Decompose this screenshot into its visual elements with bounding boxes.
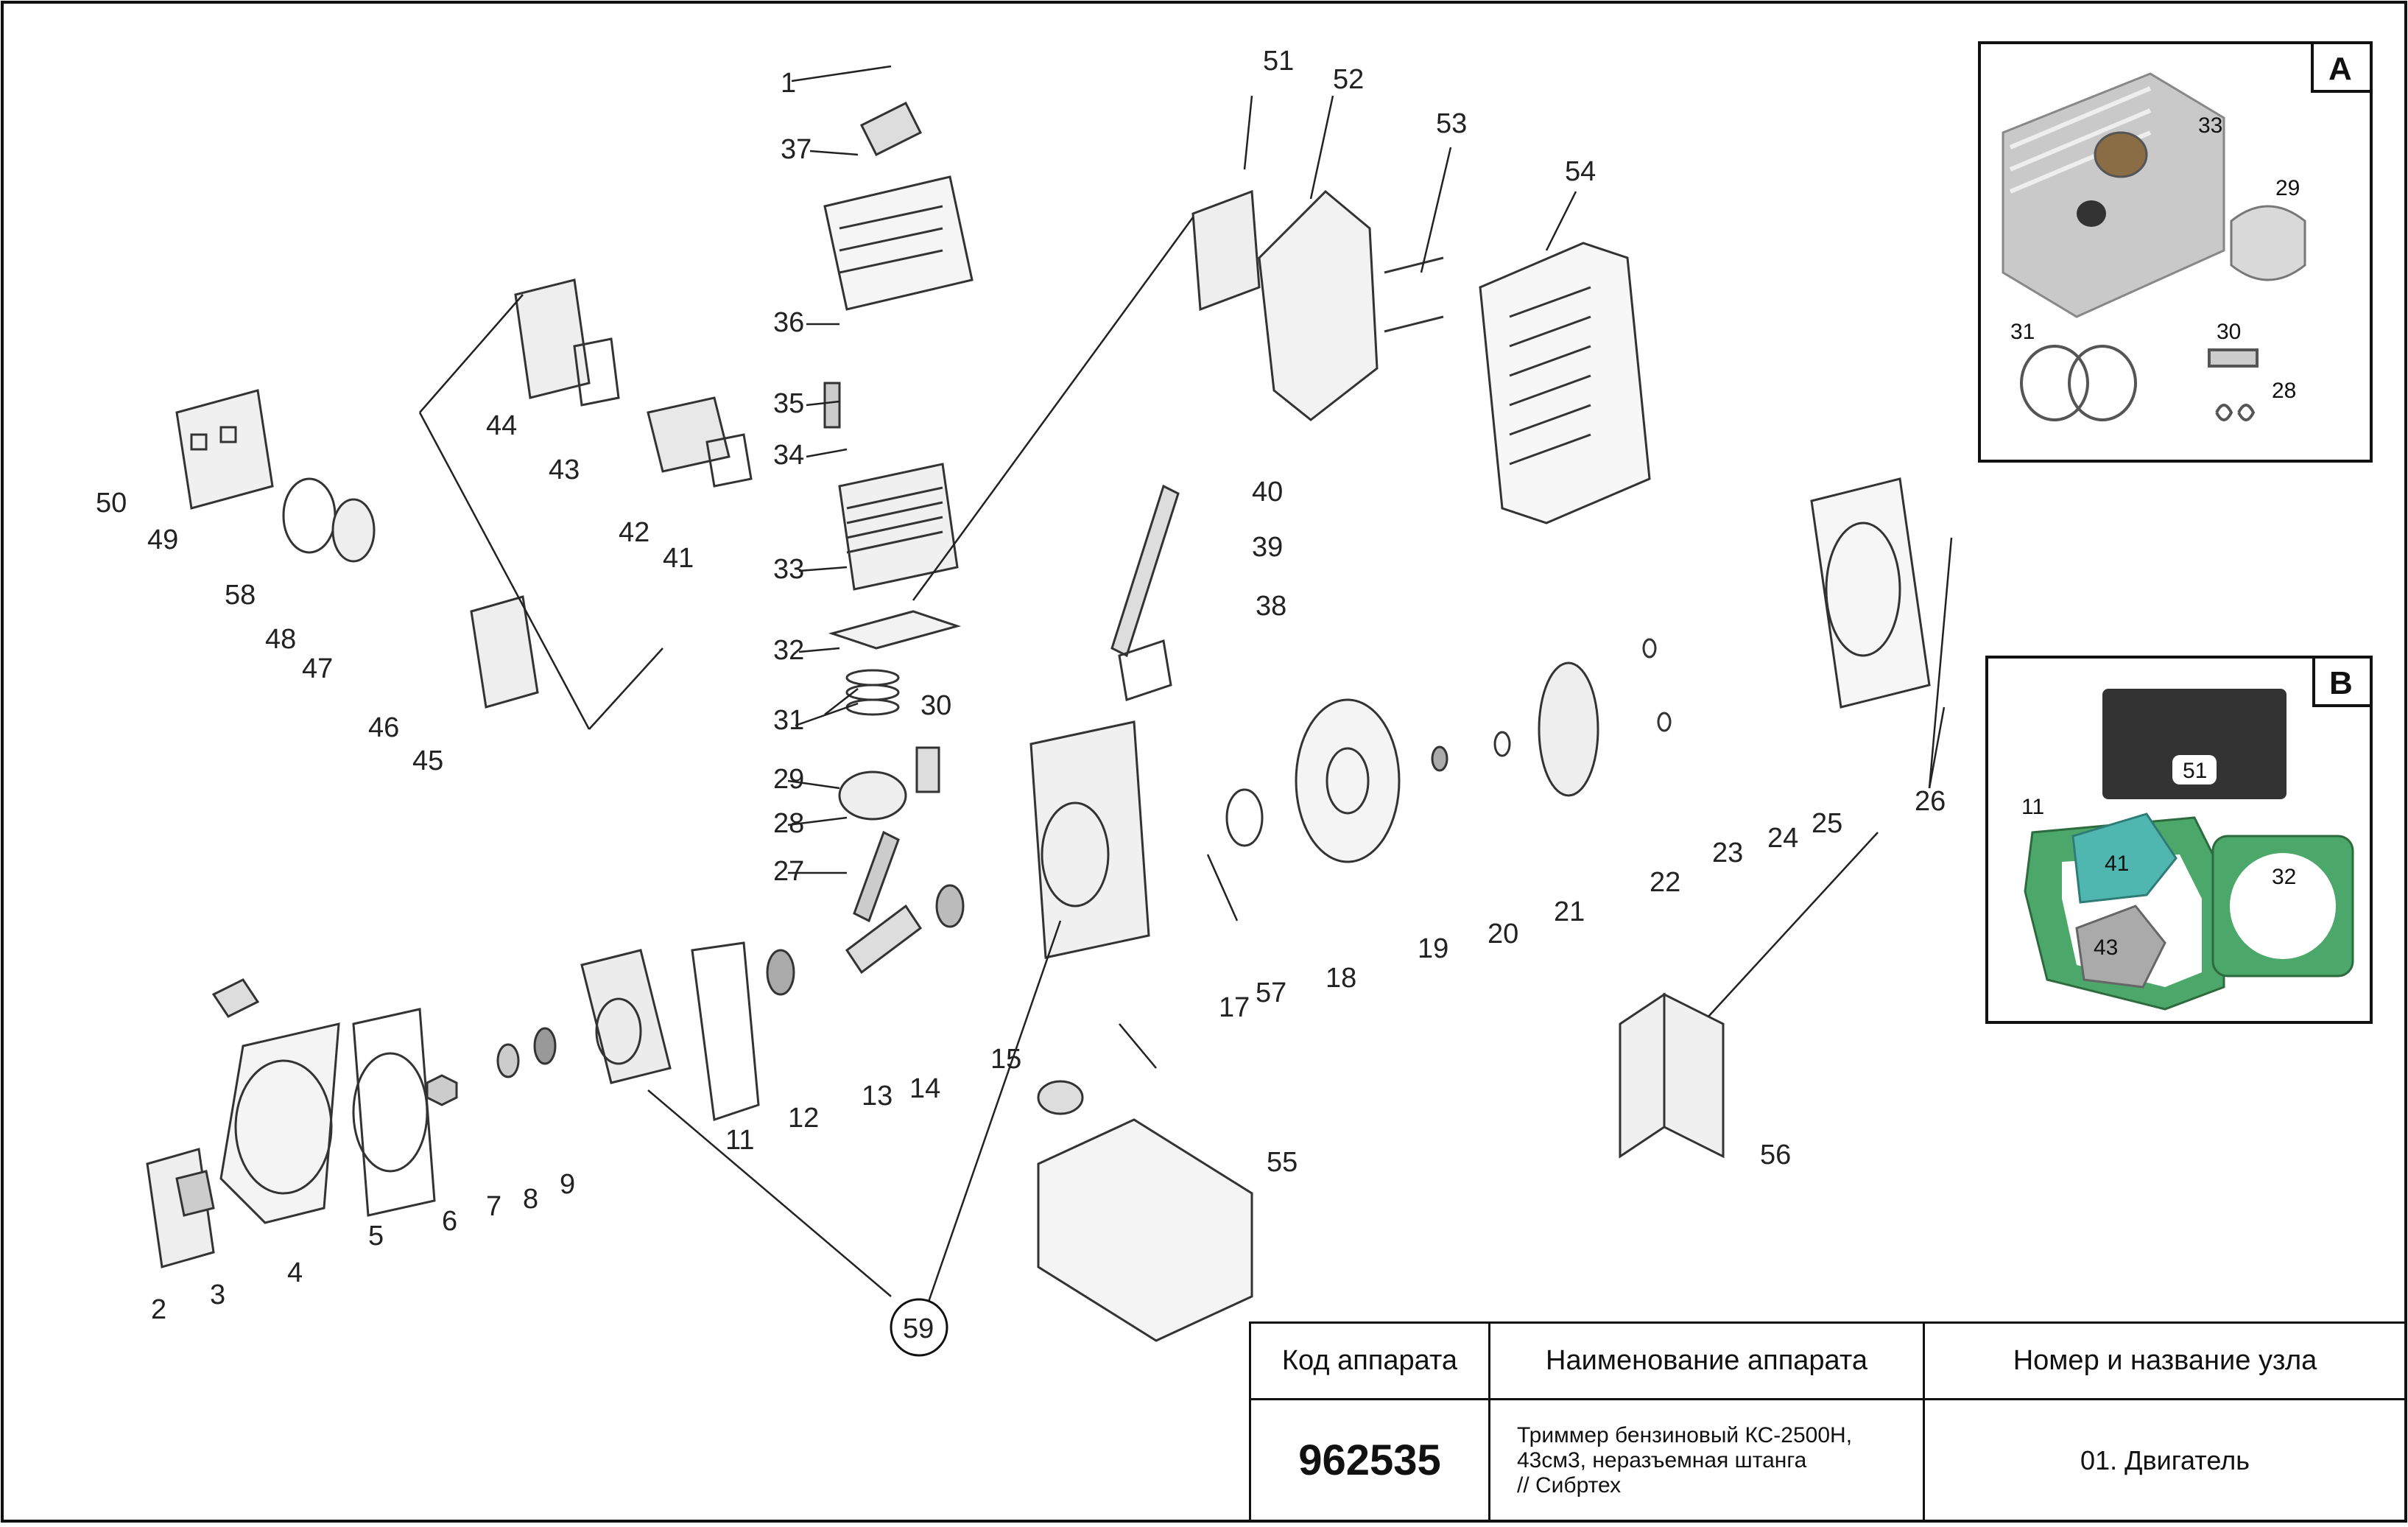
inset-b-part-11: 11 [2021, 795, 2044, 819]
callout-32: 32 [773, 635, 804, 666]
callout-20: 20 [1488, 919, 1518, 949]
piston-photo [2230, 205, 2306, 281]
callout-46: 46 [368, 712, 399, 743]
inset-b-part-41: 41 [2105, 852, 2129, 876]
crankshaft-piston-drawing [823, 101, 974, 975]
callout-42: 42 [619, 517, 649, 548]
callout-40: 40 [1252, 477, 1283, 508]
header-code: Код аппарата [1251, 1324, 1490, 1400]
muffler-drawing [1191, 189, 1651, 524]
inset-a-label: A [2328, 51, 2352, 87]
callout-48: 48 [265, 624, 296, 655]
callout-51: 51 [1263, 46, 1294, 77]
crankcase-clutch-drawing [1029, 477, 1931, 959]
callout-19: 19 [1418, 933, 1448, 964]
inset-a: A 33 29 31 30 28 [1978, 41, 2373, 463]
inset-b-part-51: 51 [2183, 759, 2207, 783]
callout-5: 5 [368, 1221, 384, 1252]
callout-45: 45 [412, 745, 443, 776]
callout-9: 9 [560, 1169, 575, 1200]
callout-47: 47 [302, 653, 333, 684]
inset-b: B 51 11 41 32 43 [1985, 656, 2373, 1024]
callout-39: 39 [1252, 532, 1283, 563]
callout-6: 6 [442, 1206, 457, 1237]
callout-37: 37 [781, 134, 812, 165]
callout-54: 54 [1565, 156, 1596, 187]
callout-1: 1 [781, 68, 796, 99]
device-name-cell: Триммер бензиновый КС-2500Н, 43см3, нера… [1490, 1400, 1925, 1523]
callout-4: 4 [287, 1257, 303, 1288]
callout-59: 59 [903, 1313, 934, 1344]
callout-2: 2 [151, 1294, 166, 1325]
inset-b-label: B [2329, 665, 2353, 701]
inset-b-part-32: 32 [2272, 865, 2296, 889]
callout-31: 31 [773, 705, 804, 736]
callout-7: 7 [486, 1191, 501, 1222]
cylinder-photo [2002, 72, 2225, 318]
callout-3: 3 [210, 1279, 225, 1310]
inset-a-part-31: 31 [2010, 320, 2035, 344]
leader-lines [418, 65, 1953, 1305]
callout-56: 56 [1760, 1140, 1791, 1170]
callout-43: 43 [549, 454, 580, 485]
callout-33: 33 [773, 554, 804, 585]
callout-25: 25 [1812, 808, 1842, 839]
callout-36: 36 [773, 307, 804, 338]
header-unit: Номер и название узла [1925, 1324, 2407, 1400]
callout-18: 18 [1326, 963, 1356, 994]
carburetor-airfilter-drawing [175, 278, 753, 709]
callout-53: 53 [1436, 108, 1467, 139]
callout-59-circle [890, 1298, 948, 1357]
callout-24: 24 [1767, 823, 1798, 854]
callout-14: 14 [909, 1073, 940, 1104]
inset-a-part-29: 29 [2275, 176, 2300, 200]
callout-49: 49 [147, 524, 178, 555]
callout-41: 41 [663, 543, 694, 574]
gasket-41 [2071, 812, 2178, 904]
callout-numbers: 1 2 3 4 5 6 7 8 9 11 12 13 14 15 17 18 1… [96, 46, 1946, 1357]
recoil-starter-drawing [146, 941, 795, 1268]
callout-27: 27 [773, 856, 804, 887]
callout-17: 17 [1219, 992, 1250, 1023]
callout-11: 11 [725, 1125, 754, 1156]
callout-44: 44 [486, 410, 517, 441]
callout-28: 28 [773, 808, 804, 839]
gasket-51 [2102, 689, 2286, 799]
header-name: Наименование аппарата [1490, 1324, 1925, 1400]
callout-55: 55 [1267, 1147, 1298, 1178]
callout-52: 52 [1333, 64, 1364, 95]
inset-a-part-28: 28 [2272, 379, 2296, 403]
callout-35: 35 [773, 388, 804, 419]
callout-50: 50 [96, 488, 127, 519]
callout-23: 23 [1712, 838, 1743, 868]
fuel-tank-drawing [1037, 992, 1725, 1342]
callout-58: 58 [225, 580, 256, 611]
callout-22: 22 [1650, 867, 1680, 898]
callout-21: 21 [1554, 896, 1585, 927]
callout-38: 38 [1256, 591, 1286, 622]
rings-photo [2020, 345, 2259, 421]
inset-b-part-43: 43 [2094, 935, 2118, 960]
callout-15: 15 [990, 1044, 1021, 1075]
gasket-43 [2075, 905, 2166, 989]
callout-13: 13 [862, 1081, 893, 1112]
info-table: Код аппарата Наименование аппарата Номер… [1249, 1321, 2407, 1523]
device-code: 962535 [1251, 1400, 1490, 1523]
callout-29: 29 [773, 764, 804, 795]
inset-a-part-33: 33 [2198, 113, 2222, 138]
callout-57: 57 [1256, 977, 1286, 1008]
inset-a-part-30: 30 [2217, 320, 2241, 344]
unit-name: 01. Двигатель [1925, 1400, 2407, 1523]
gasket-32 [2211, 835, 2354, 977]
device-name: Триммер бензиновый КС-2500Н, 43см3, нера… [1517, 1422, 1853, 1498]
callout-12: 12 [788, 1103, 819, 1134]
callout-34: 34 [773, 440, 804, 471]
callout-8: 8 [523, 1184, 538, 1215]
callout-30: 30 [920, 690, 951, 721]
callout-26: 26 [1915, 786, 1946, 817]
